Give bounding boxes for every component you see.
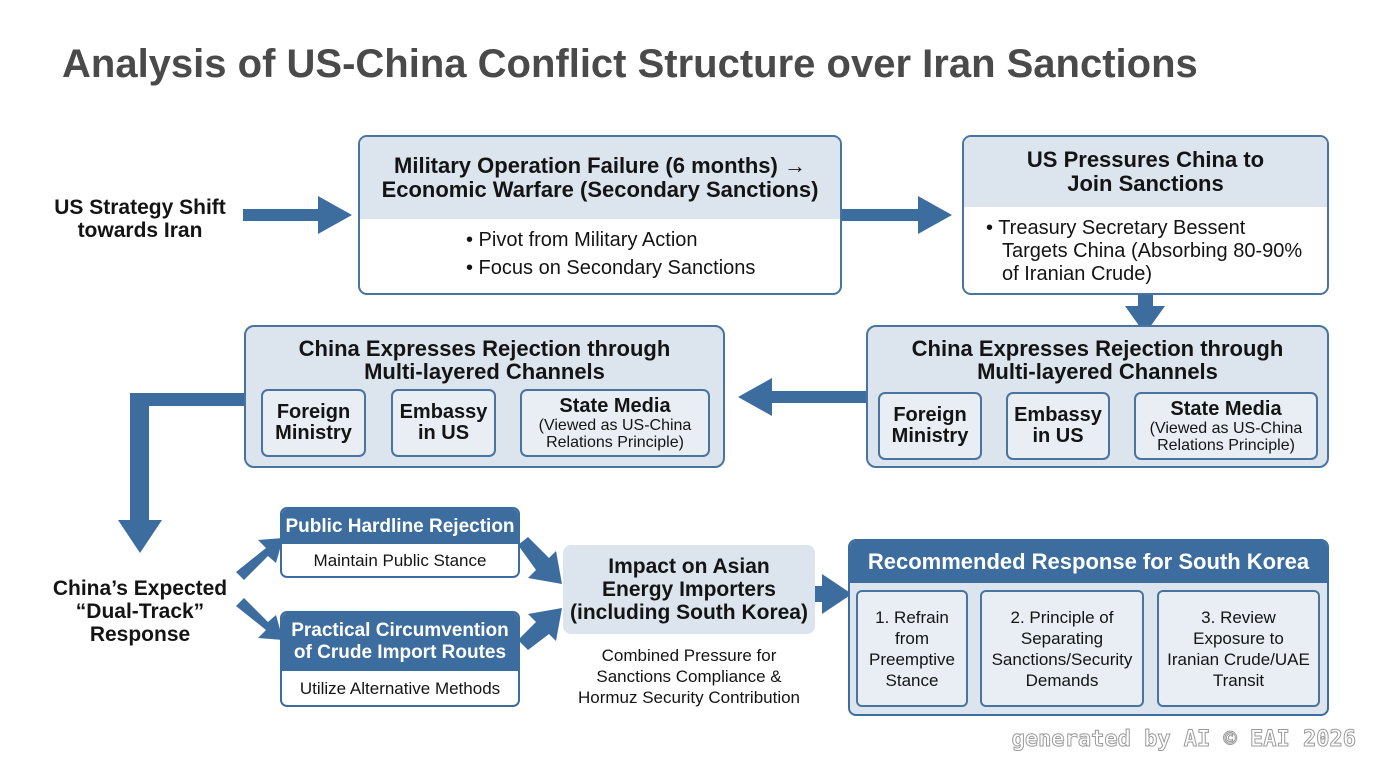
arrow-circumvention-to-impact (518, 608, 562, 650)
pressure-heading-line1: US Pressures China to (1026, 147, 1265, 172)
watermark: generated by AI © EAI 2026 (1011, 727, 1356, 753)
arrow-pressure-to-rejection (1125, 294, 1165, 334)
channel-foreign-ministry-right: Foreign Ministry (878, 392, 982, 460)
impact-box: Impact on Asian Energy Importers (includ… (563, 545, 815, 634)
arrow-rejection-to-dualtrack (118, 393, 244, 553)
arrow-strategy-to-military (243, 196, 352, 234)
pressure-bullet-line2: Targets China (Absorbing 80-90% (1002, 240, 1303, 262)
military-heading-line1: Military Operation Failure (6 months) → (394, 153, 806, 178)
channel-foreign-ministry-left: Foreign Ministry (261, 389, 366, 457)
channel-embassy-right: Embassy in US (1006, 392, 1110, 460)
rejection-left-title-line1: China Expresses Rejection through (298, 336, 671, 361)
us-strategy-label: US Strategy Shift towards Iran (54, 196, 226, 242)
channel-state-media-left: State Media (Viewed as US-China Relation… (520, 389, 710, 457)
hardline-head: Public Hardline Rejection (282, 509, 518, 544)
military-heading-line2: Economic Warfare (Secondary Sanctions) (381, 177, 819, 202)
circumvention-box: Practical Circumvention of Crude Import … (280, 611, 520, 707)
military-operation-box: Military Operation Failure (6 months) → … (358, 135, 842, 295)
recommend-head: Recommended Response for South Korea (850, 541, 1327, 583)
rejection-right-title-line2: Multi-layered Channels (977, 359, 1218, 384)
recommend-item-1: 1. Refrain from Preemptive Stance (856, 590, 968, 707)
arrow-hardline-to-impact (518, 537, 562, 584)
channel-embassy-left: Embassy in US (391, 389, 496, 457)
arrow-impact-to-recommend (815, 574, 852, 614)
channel-state-media-right: State Media (Viewed as US-China Relation… (1134, 392, 1318, 460)
us-pressure-box: US Pressures China to Join Sanctions • T… (962, 135, 1329, 295)
circumvention-head-line2: of Crude Import Routes (293, 642, 507, 663)
arrow-dualtrack-to-circumvention (236, 598, 283, 640)
circumvention-body: Utilize Alternative Methods (299, 679, 501, 698)
arrow-dualtrack-to-hardline (236, 538, 283, 580)
pressure-bullet-line1: • Treasury Secretary Bessent (986, 217, 1246, 239)
military-bullet-2: • Focus on Secondary Sanctions (466, 257, 756, 279)
hardline-rejection-box: Public Hardline Rejection Maintain Publi… (280, 507, 520, 578)
recommend-item-2: 2. Principle of Separating Sanctions/Sec… (980, 590, 1144, 707)
dual-track-label: China’s Expected “Dual-Track” Response (52, 577, 228, 646)
impact-note: Combined Pressure for Sanctions Complian… (577, 646, 801, 707)
rejection-left-title-line2: Multi-layered Channels (364, 359, 605, 384)
pressure-bullet-line3: of Iranian Crude) (1002, 263, 1153, 285)
circumvention-head-line1: Practical Circumvention (291, 620, 509, 641)
rejection-right-title-line1: China Expresses Rejection through (911, 336, 1284, 361)
arrow-rejection-right-to-left (738, 378, 868, 416)
pressure-heading-line2: Join Sanctions (1067, 171, 1224, 196)
military-bullet-1: • Pivot from Military Action (466, 229, 698, 251)
hardline-body: Maintain Public Stance (313, 551, 487, 570)
page-title: Analysis of US-China Conflict Structure … (62, 42, 1198, 86)
recommend-item-3: 3. Review Exposure to Iranian Crude/UAE … (1157, 590, 1320, 707)
arrow-military-to-pressure (842, 196, 952, 234)
